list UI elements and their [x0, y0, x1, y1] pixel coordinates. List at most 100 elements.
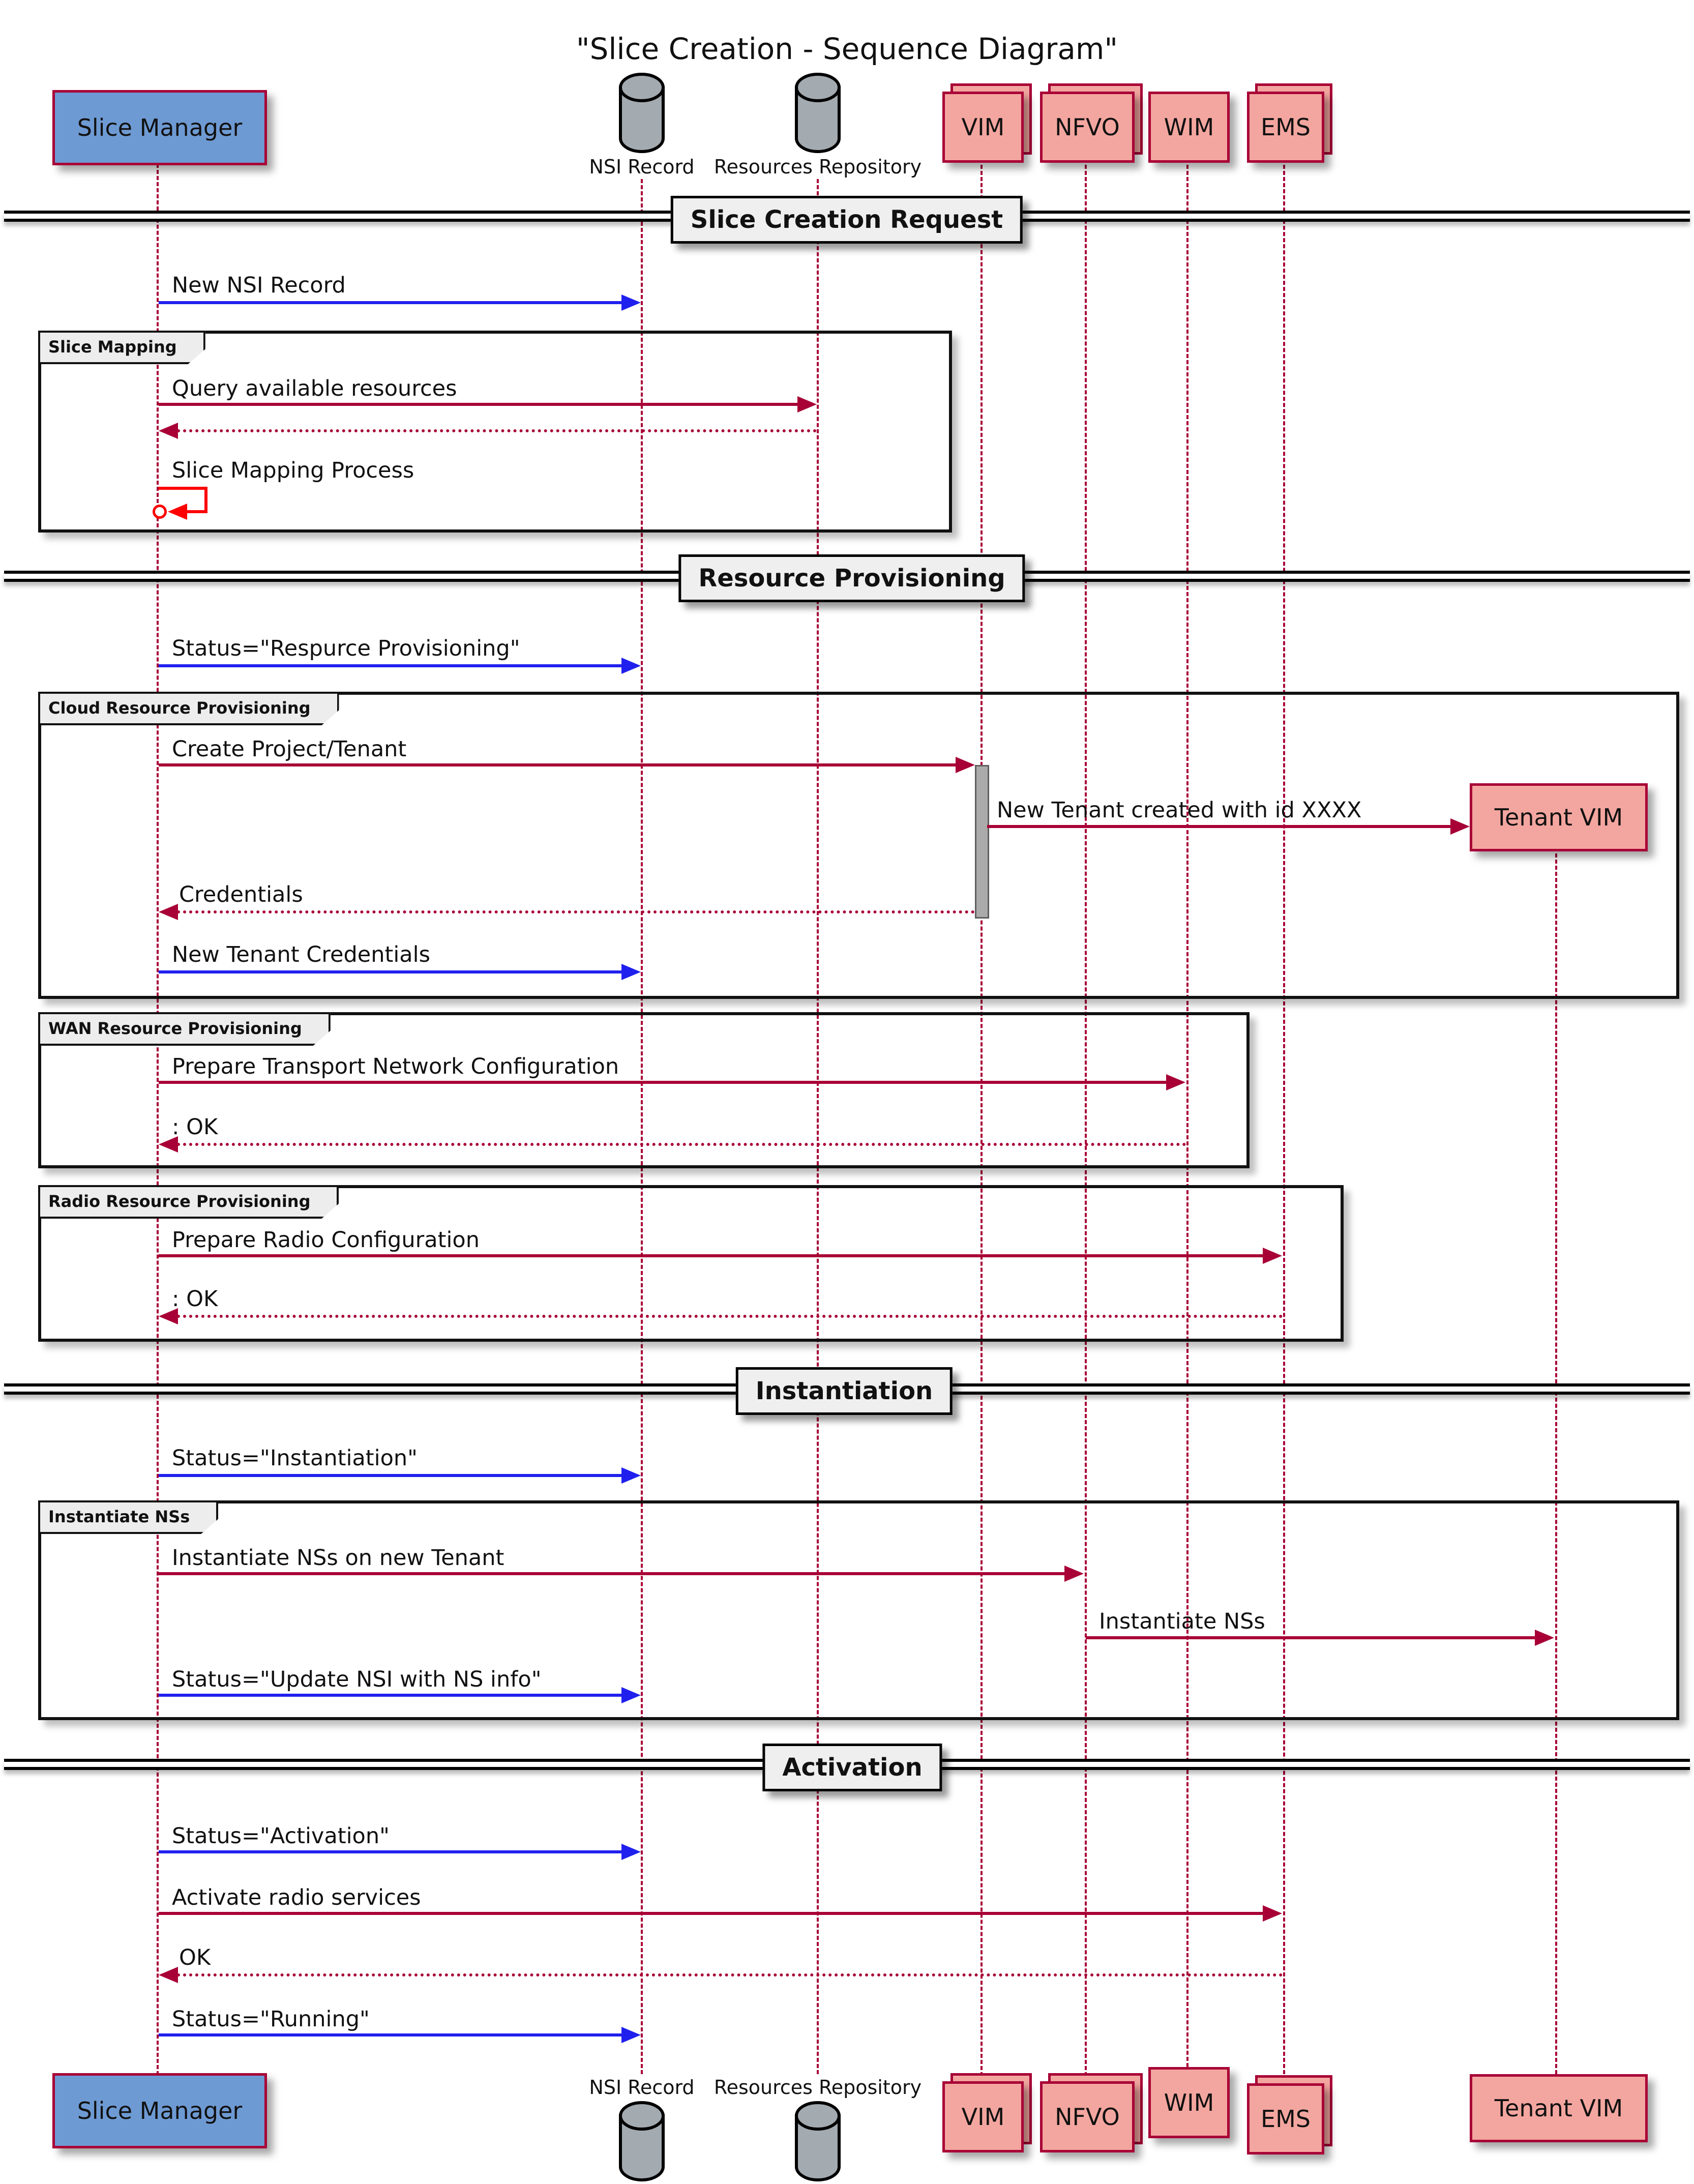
group-wan-resource-provisioning: WAN Resource Provisioning: [38, 1012, 1250, 1168]
message-arrow: [159, 1081, 1168, 1084]
message-label: Slice Mapping Process: [172, 458, 414, 483]
message-label: Status="Activation": [172, 1823, 390, 1849]
participant-label: EMS: [1261, 2105, 1311, 2133]
return-arrow: [177, 1315, 1283, 1318]
arrowhead-right-icon: [621, 1844, 641, 1860]
return-arrow: [177, 1143, 1186, 1146]
lifeline-slice-manager: [157, 164, 159, 2075]
message-label: New NSI Record: [172, 273, 346, 298]
message-label: Status="Instantiation": [172, 1445, 418, 1471]
arrowhead-right-icon: [1064, 1566, 1084, 1582]
message-arrow: [159, 664, 623, 667]
lifeline-tenant-vim: [1555, 847, 1557, 2074]
participant-ems-bottom: EMS: [1247, 2083, 1324, 2155]
arrowhead-right-icon: [621, 1467, 641, 1484]
message-arrow: [159, 2033, 623, 2037]
group-label: Radio Resource Provisioning: [38, 1185, 339, 1219]
participant-tenant-vim-bottom: Tenant VIM: [1470, 2074, 1648, 2142]
participant-ems-top: EMS: [1247, 92, 1324, 163]
message-label: Create Project/Tenant: [172, 736, 407, 762]
message-label: : OK: [172, 1286, 218, 1312]
group-slice-mapping: Slice Mapping: [38, 331, 952, 533]
arrowhead-right-icon: [621, 294, 641, 311]
diagram-title: "Slice Creation - Sequence Diagram": [576, 32, 1118, 66]
message-label: New Tenant Credentials: [172, 942, 430, 967]
message-arrow: [987, 825, 1452, 828]
participant-nsi-record-label-bottom: NSI Record: [589, 2076, 695, 2099]
return-arrow: [177, 429, 817, 432]
participant-label: Tenant VIM: [1494, 2094, 1623, 2122]
arrowhead-right-icon: [797, 396, 817, 412]
arrowhead-right-icon: [1166, 1074, 1185, 1090]
participant-label: Slice Manager: [77, 2097, 243, 2124]
message-label: Prepare Radio Configuration: [172, 1227, 480, 1253]
arrowhead-right-icon: [1263, 1905, 1282, 1922]
message-label: Prepare Transport Network Configuration: [172, 1054, 619, 1079]
lifeline-ems: [1283, 159, 1285, 2080]
message-arrow: [159, 1694, 623, 1697]
lifeline-nsi-record: [641, 179, 643, 2074]
message-arrow: [159, 763, 958, 766]
arrowhead-right-icon: [956, 757, 975, 773]
message-label: Status="Respurce Provisioning": [172, 636, 520, 661]
participant-label: NFVO: [1055, 113, 1120, 141]
divider-activation: Activation: [762, 1744, 942, 1791]
participant-slice-manager-bottom: Slice Manager: [52, 2073, 267, 2148]
participant-resources-repository-label-top: Resources Repository: [714, 156, 922, 178]
participant-label: VIM: [961, 2103, 1005, 2131]
arrowhead-left-icon: [159, 904, 178, 920]
return-arrow: [177, 1973, 1283, 1976]
participant-slice-manager-top: Slice Manager: [52, 90, 267, 165]
participant-nfvo-bottom: NFVO: [1040, 2081, 1135, 2152]
self-message-side: [204, 487, 207, 513]
message-arrow: [159, 1572, 1066, 1575]
database-icon: [615, 72, 668, 156]
message-arrow: [159, 1254, 1265, 1257]
lifeline-resources-repository: [817, 179, 819, 2074]
message-label: Instantiate NSs: [1099, 1609, 1265, 1634]
participant-tenant-vim-created: Tenant VIM: [1470, 783, 1648, 851]
message-arrow: [159, 1912, 1265, 1915]
database-icon: [791, 2101, 844, 2184]
message-arrow: [159, 1850, 623, 1853]
arrowhead-right-icon: [1263, 1248, 1282, 1264]
message-label: Query available resources: [172, 376, 457, 401]
participant-wim-bottom: WIM: [1148, 2067, 1230, 2138]
group-cloud-resource-provisioning: Cloud Resource Provisioning: [38, 692, 1679, 999]
participant-label: EMS: [1261, 113, 1311, 141]
message-label: OK: [179, 1945, 211, 1970]
participant-nfvo-top: NFVO: [1040, 92, 1135, 163]
arrowhead-right-icon: [621, 1687, 641, 1703]
message-label: New Tenant created with id XXXX: [997, 798, 1362, 823]
arrowhead-left-icon: [159, 423, 178, 439]
arrowhead-left-icon: [159, 1136, 178, 1153]
message-label: Status="Running": [172, 2006, 370, 2032]
lifeline-wim: [1186, 159, 1188, 2067]
message-arrow: [1086, 1636, 1537, 1639]
message-arrow: [159, 970, 623, 973]
arrowhead-right-icon: [621, 658, 641, 674]
message-label: Credentials: [179, 882, 303, 907]
return-arrow: [177, 910, 975, 913]
arrowhead-left-icon: [159, 1308, 178, 1324]
arrowhead-left-icon: [159, 1967, 178, 1983]
arrowhead-right-icon: [1535, 1630, 1554, 1646]
group-radio-resource-provisioning: Radio Resource Provisioning: [38, 1185, 1344, 1342]
participant-label: WIM: [1164, 2089, 1214, 2116]
message-arrow: [159, 301, 623, 304]
group-label: Instantiate NSs: [38, 1500, 218, 1534]
activation-bar-vim: [975, 765, 989, 919]
arrowhead-left-icon: [168, 504, 187, 520]
divider-resource-provisioning: Resource Provisioning: [678, 554, 1025, 602]
message-arrow: [159, 403, 799, 406]
participant-label: VIM: [961, 113, 1005, 141]
participant-label: Tenant VIM: [1494, 804, 1623, 831]
circle-endpoint-icon: [153, 505, 167, 519]
participant-nsi-record-label-top: NSI Record: [589, 156, 695, 178]
self-message-bottom: [183, 510, 207, 513]
participant-label: NFVO: [1055, 2103, 1120, 2131]
participant-wim-top: WIM: [1148, 92, 1230, 163]
divider-slice-creation-request: Slice Creation Request: [670, 196, 1023, 244]
arrowhead-right-icon: [621, 2027, 641, 2043]
